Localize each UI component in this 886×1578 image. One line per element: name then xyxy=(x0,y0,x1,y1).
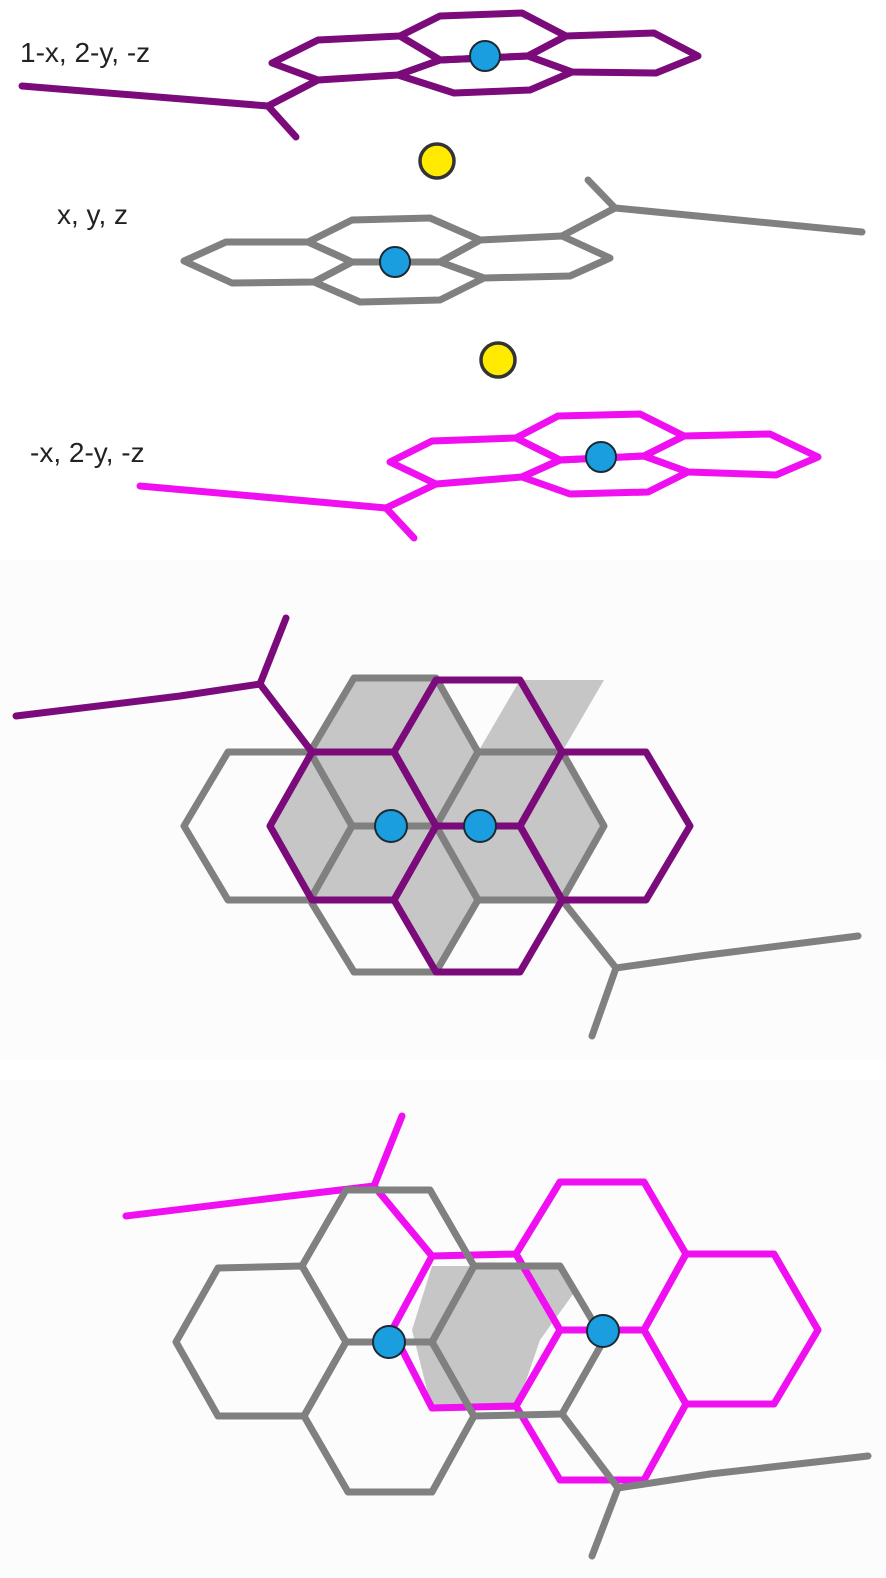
cation-upper xyxy=(418,142,456,180)
ring-right xyxy=(524,29,702,77)
side-chain-link xyxy=(558,896,620,972)
side-chain-link xyxy=(256,680,316,756)
molecule-upper-side xyxy=(18,9,702,141)
side-chain-branch xyxy=(382,504,418,542)
ring-right xyxy=(640,430,822,479)
molecule-upper-top xyxy=(12,614,694,976)
overlap-view-panel-2 xyxy=(0,1080,886,1578)
side-chain-branch xyxy=(370,1112,406,1190)
overlap-view-panel-1 xyxy=(0,560,886,1060)
side-chain-link xyxy=(558,204,619,240)
side-chain xyxy=(611,204,866,236)
ring-centroid xyxy=(379,246,411,278)
side-chain-branch xyxy=(256,614,290,688)
cation-lower xyxy=(479,341,517,379)
side-view-panel: 1-x, 2-y, -z x, y, z -x, 2-y, -z xyxy=(18,9,866,542)
label-symop-lower: -x, 2-y, -z xyxy=(30,437,145,468)
side-chain-link xyxy=(264,76,322,110)
ring-right xyxy=(516,748,694,904)
molecule-middle-top-2 xyxy=(172,1186,872,1560)
side-chain-branch xyxy=(584,176,619,212)
ring-right xyxy=(436,232,614,282)
side-chain xyxy=(136,482,390,512)
ring-bottom xyxy=(512,1326,690,1484)
label-symop-upper: 1-x, 2-y, -z xyxy=(20,37,150,68)
side-chain-branch xyxy=(588,964,620,1040)
side-chain xyxy=(18,82,272,110)
molecule-middle-side xyxy=(180,176,866,306)
ring-centroid xyxy=(469,40,501,72)
ring-centroid-grey xyxy=(374,809,408,843)
side-chain-link xyxy=(382,480,440,512)
molecule-lower-side xyxy=(136,410,822,542)
label-symop-middle: x, y, z xyxy=(57,199,128,230)
molecule-middle-top xyxy=(180,674,862,1040)
ring-centroid-magenta xyxy=(586,1314,620,1348)
side-chain-branch xyxy=(264,102,300,141)
ring-centroid-purple xyxy=(463,809,497,843)
ring-centroid xyxy=(585,441,617,473)
side-chain xyxy=(614,1452,872,1492)
side-chain xyxy=(612,932,862,972)
molecule-lower-top xyxy=(122,1112,822,1484)
side-chain-branch xyxy=(588,1484,622,1560)
side-chain-link xyxy=(370,1182,436,1260)
ring-centroid-grey xyxy=(372,1325,406,1359)
side-chain xyxy=(12,680,264,720)
ring-right xyxy=(432,748,608,904)
side-chain-link xyxy=(558,1410,622,1492)
